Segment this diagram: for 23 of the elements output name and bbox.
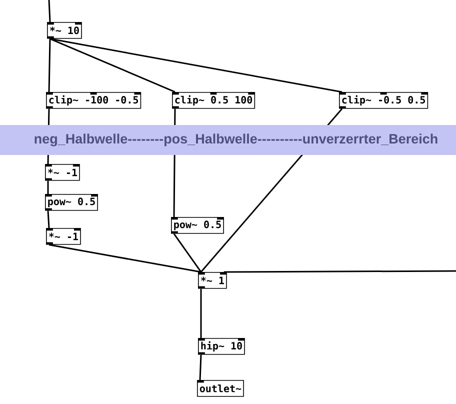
object-box: *~ 10: [47, 22, 82, 39]
object-box: clip~ 0.5 100: [172, 92, 256, 109]
object-box: hip~ 10: [198, 338, 245, 355]
patch-cord: [47, 210, 50, 228]
patch-cord: [50, 38, 176, 93]
patch-cord: [48, 38, 51, 92]
object-box: pow~ 0.5: [45, 194, 98, 211]
object-box: clip~ -0.5 0.5: [339, 92, 428, 109]
object-box: pow~ 0.5: [171, 217, 224, 234]
object-box: clip~ -100 -0.5: [46, 92, 142, 109]
patch-cord: [224, 270, 456, 273]
object-box: *~ -1: [46, 228, 81, 245]
patch-cord: [50, 38, 342, 93]
object-box: *~ -1: [45, 164, 80, 181]
object-box: outlet~: [197, 380, 244, 397]
patch-cord: [47, 180, 49, 194]
patch-cord: [199, 354, 202, 380]
patch-cord: [48, 0, 51, 22]
patch-cord: [48, 244, 202, 273]
comment-text: neg_Halbwelle--------pos_Halbwelle----------unverzerrter_Bereich: [34, 134, 438, 146]
patch-cord: [200, 288, 202, 338]
patch-cord: [173, 233, 202, 272]
object-box: *~ 1: [198, 272, 227, 289]
